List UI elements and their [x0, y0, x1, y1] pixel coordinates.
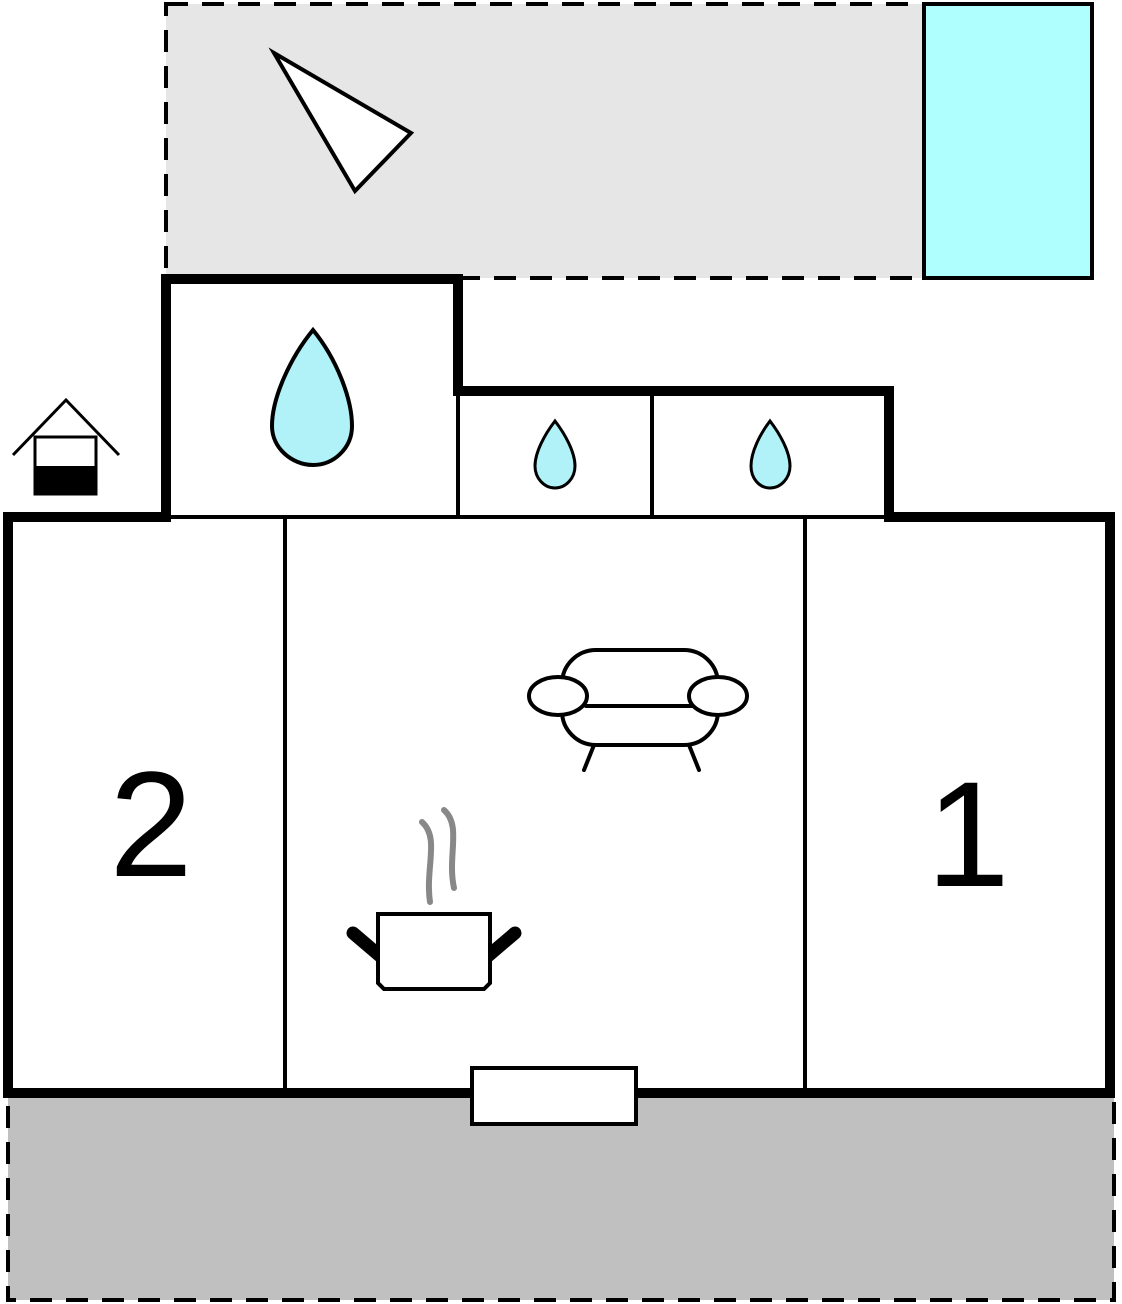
interior-walls — [166, 391, 889, 1093]
water-drop-icon — [533, 418, 577, 490]
sofa-icon — [527, 648, 749, 772]
room-number-2: 2 — [109, 740, 192, 908]
garden-area — [164, 2, 926, 280]
room-number-1: 1 — [926, 750, 1009, 918]
water-drop-icon — [269, 326, 355, 468]
house-icon — [11, 397, 121, 496]
entrance-door — [470, 1066, 638, 1126]
cooking-pot-icon — [346, 807, 522, 991]
pool-icon — [922, 2, 1094, 280]
terrace-area — [6, 1090, 1116, 1302]
compass-arrow-icon — [268, 47, 415, 195]
water-drop-icon — [749, 418, 792, 490]
